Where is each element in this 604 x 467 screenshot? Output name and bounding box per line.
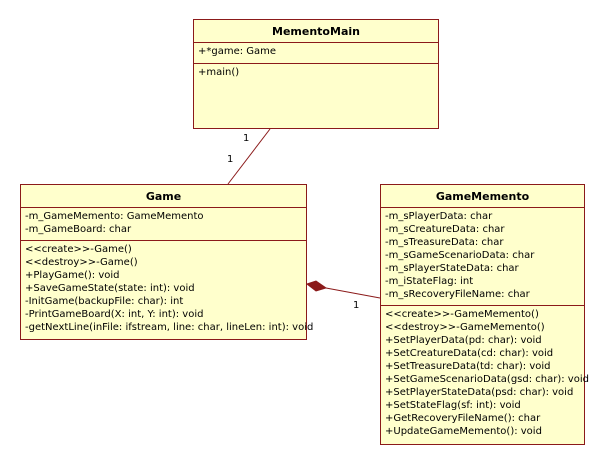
attribute: -m_sCreatureData: char	[385, 224, 505, 235]
operation: +GetRecoveryFileName(): char	[385, 413, 541, 424]
attribute: -m_iStateFlag: int	[385, 276, 474, 287]
game-memento-composition-line	[325, 287, 381, 299]
composition-diamond-icon	[305, 280, 328, 292]
operation: <<destroy>>-GameMemento()	[385, 322, 545, 333]
class-game[interactable]: Game -m_GameMemento: GameMemento -m_Game…	[20, 184, 314, 340]
operation: -InitGame(backupFile: char): int	[25, 296, 184, 307]
operation: <<destroy>>-Game()	[25, 257, 138, 268]
operation: +SetPlayerStateData(psd: char): void	[385, 387, 574, 398]
operation: +SaveGameState(state: int): void	[25, 283, 195, 294]
attribute: -m_sTreasureData: char	[385, 237, 504, 248]
attribute: +*game: Game	[198, 46, 277, 57]
multiplicity-main-end: 1	[243, 133, 250, 144]
attributes-section: -m_sPlayerData: char -m_sCreatureData: c…	[381, 208, 584, 306]
operation: <<create>>-GameMemento()	[385, 309, 539, 320]
attribute: -m_sGameScenarioData: char	[385, 250, 535, 261]
attribute: -m_sPlayerStateData: char	[385, 263, 519, 274]
operation: +UpdateGameMemento(): void	[385, 426, 542, 437]
attribute: -m_sRecoveryFileName: char	[385, 289, 530, 300]
multiplicity-memento-end: 1	[353, 300, 360, 311]
attribute: -m_GameMemento: GameMemento	[25, 211, 204, 222]
operations-section: <<create>>-Game() <<destroy>>-Game() +Pl…	[21, 241, 314, 337]
operation: +SetTreasureData(td: char): void	[385, 361, 551, 372]
operations-section: <<create>>-GameMemento() <<destroy>>-Gam…	[381, 306, 589, 441]
operation: +main()	[198, 67, 240, 78]
operations-section: +main()	[194, 64, 438, 82]
class-name: MementoMain	[194, 20, 438, 43]
class-memento-main[interactable]: MementoMain +*game: Game +main()	[193, 19, 439, 129]
class-name: Game	[21, 185, 306, 208]
multiplicity-game-end: 1	[227, 154, 234, 165]
operation: -PrintGameBoard(X: int, Y: int): void	[25, 309, 204, 320]
attribute: -m_GameBoard: char	[25, 224, 132, 235]
operation: +SetStateFlag(sf: int): void	[385, 400, 521, 411]
operation: -getNextLine(inFile: ifstream, line: cha…	[25, 322, 314, 333]
class-name: GameMemento	[381, 185, 584, 208]
class-game-memento[interactable]: GameMemento -m_sPlayerData: char -m_sCre…	[380, 184, 589, 445]
operation: +SetPlayerData(pd: char): void	[385, 335, 542, 346]
attributes-section: -m_GameMemento: GameMemento -m_GameBoard…	[21, 208, 306, 241]
operation: +PlayGame(): void	[25, 270, 120, 281]
attribute: -m_sPlayerData: char	[385, 211, 493, 222]
operation: +SetCreatureData(cd: char): void	[385, 348, 554, 359]
operation: <<create>>-Game()	[25, 244, 132, 255]
operation: +SetGameScenarioData(gsd: char): void	[385, 374, 589, 385]
main-game-association-line	[227, 128, 271, 185]
attributes-section: +*game: Game	[194, 43, 438, 64]
